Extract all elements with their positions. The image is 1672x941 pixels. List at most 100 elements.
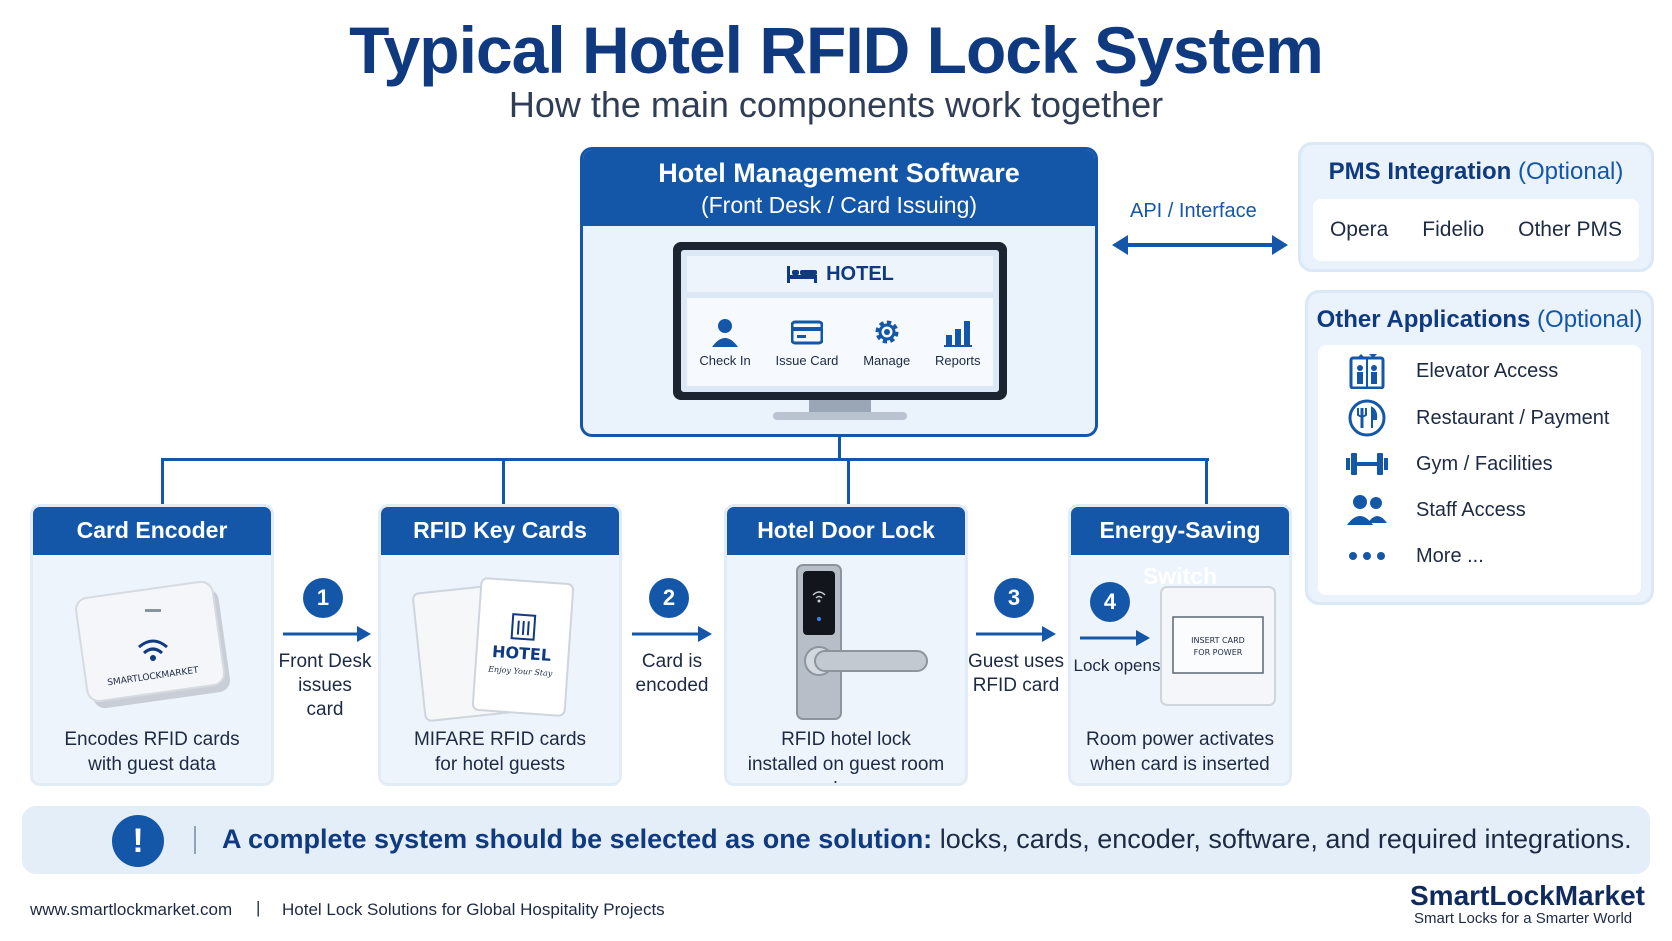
app-label: Staff Access (1416, 498, 1526, 521)
pms-item-opera: Opera (1329, 218, 1389, 241)
screen-header: HOTEL (687, 256, 993, 292)
elevator-icon (1349, 354, 1385, 389)
step-label-2: Card is encoded (627, 650, 717, 698)
app-label: Restaurant / Payment (1416, 406, 1610, 429)
screen-brand: HOTEL (826, 262, 894, 285)
software-box: Hotel Management Software (Front Desk / … (580, 147, 1098, 437)
step-badge-3: 3 (994, 578, 1034, 618)
desc-line: Room power activates (1086, 729, 1274, 750)
step-arrow-1 (283, 626, 371, 642)
card-brand-text: HOTEL (491, 642, 551, 665)
footer-url[interactable]: www.smartlockmarket.com (30, 900, 233, 919)
banner-separator (194, 826, 196, 854)
brand-logo-text: SmartLockMarket (1410, 880, 1645, 911)
pms-item-fidelio: Fidelio (1422, 218, 1485, 241)
pms-panel: PMS Integration (Optional) Opera Fidelio… (1298, 142, 1654, 272)
pms-optional: (Optional) (1517, 158, 1624, 185)
page-subtitle: How the main components work together (508, 84, 1164, 125)
energy-switch-image: INSERT CARD FOR POWER (1160, 586, 1276, 706)
more-icon (1349, 552, 1385, 560)
monitor-stand (809, 400, 871, 412)
footer-tagline: Hotel Lock Solutions for Global Hospital… (282, 900, 665, 919)
step-label-line: RFID card (972, 675, 1060, 696)
app-label: Issue Card (775, 352, 839, 368)
software-subtitle: (Front Desk / Card Issuing) (700, 192, 978, 218)
connector-cards (502, 458, 505, 506)
app-check-in[interactable]: Check In (699, 317, 751, 368)
connector-lock (847, 458, 850, 506)
door-lock-image (796, 564, 928, 720)
connector-trunk (838, 437, 841, 459)
other-apps-title: Other Applications (Optional) (1308, 306, 1651, 334)
step-label-4: Lock opens (1072, 654, 1162, 678)
screen-apps: Check In Issue Card Manage Reports (687, 298, 993, 386)
staff-icon (1347, 495, 1387, 525)
desc-line: Encodes RFID cards (64, 729, 240, 750)
app-row-restaurant: Restaurant / Payment (1318, 398, 1641, 438)
desc-line: RFID hotel lock (781, 729, 911, 750)
step-label-line: Lock opens (1073, 656, 1161, 675)
desc-line: with guest data (88, 754, 216, 775)
connector-horizontal (161, 458, 1209, 461)
banner-body-text: locks, cards, encoder, software, and req… (939, 824, 1632, 854)
encoder-device-image: SMARTLOCKMARKET (75, 580, 230, 709)
step-arrow-2 (632, 626, 712, 642)
key-cards-image: HOTEL Enjoy Your Stay (412, 577, 575, 722)
connector-encoder (161, 458, 164, 506)
monitor-base (773, 412, 907, 420)
restaurant-icon (1348, 399, 1386, 437)
step-label-line: issues card (298, 675, 352, 720)
pms-item-other: Other PMS (1518, 218, 1622, 241)
alert-icon: ! (112, 815, 164, 867)
footer-separator: | (256, 898, 261, 917)
step-arrow-3 (976, 626, 1056, 642)
component-desc: Encodes RFID cards with guest data (33, 727, 271, 777)
bed-icon (787, 266, 818, 283)
step-label-3: Guest uses RFID card (966, 650, 1066, 698)
other-apps-panel: Other Applications (Optional) Elevator A… (1305, 290, 1654, 605)
other-apps-list: Elevator Access Restaurant / Payment Gym… (1318, 345, 1641, 595)
app-row-gym: Gym / Facilities (1318, 444, 1641, 484)
bottom-banner: ! A complete system should be selected a… (22, 806, 1650, 874)
app-label: More ... (1416, 544, 1484, 567)
app-label: Check In (699, 352, 751, 368)
brand-slogan: Smart Locks for a Smarter World (1414, 910, 1633, 927)
app-reports[interactable]: Reports (935, 317, 981, 368)
gear-icon (875, 320, 899, 343)
api-label: API / Interface (1130, 200, 1257, 222)
bar-chart-icon (943, 320, 972, 347)
connector-switch (1205, 458, 1208, 506)
step-badge-4: 4 (1090, 582, 1130, 622)
step-arrow-4 (1080, 630, 1150, 646)
app-row-staff: Staff Access (1318, 490, 1641, 530)
switch-text-line: INSERT CARD (1191, 636, 1245, 645)
component-title: Hotel Door Lock (727, 507, 965, 555)
component-desc: MIFARE RFID cards for hotel guests (381, 727, 619, 777)
desc-line: installed on guest room door (747, 754, 945, 783)
switch-text-line: FOR POWER (1194, 648, 1243, 657)
desc-line: for hotel guests (435, 754, 565, 775)
app-label: Manage (863, 352, 911, 368)
desc-line: MIFARE RFID cards (413, 729, 587, 750)
component-door-lock: Hotel Door Lock RFID hotel lock installe… (724, 504, 968, 786)
pms-title-text: PMS Integration (1328, 158, 1512, 185)
other-apps-optional: (Optional) (1537, 306, 1643, 333)
pms-title: PMS Integration (Optional) (1301, 158, 1651, 186)
app-issue-card[interactable]: Issue Card (775, 317, 839, 368)
desc-line: when card is inserted (1090, 754, 1270, 775)
software-title: Hotel Management Software (658, 158, 1020, 188)
app-row-elevator: Elevator Access (1318, 351, 1641, 391)
pms-list: Opera Fidelio Other PMS (1313, 199, 1639, 261)
monitor: HOTEL Check In Issue Card Manage Report (673, 242, 1007, 400)
step-badge-1: 1 (303, 578, 343, 618)
app-row-more: More ... (1318, 536, 1641, 576)
monitor-screen: HOTEL Check In Issue Card Manage Report (681, 250, 999, 392)
app-manage[interactable]: Manage (863, 317, 910, 368)
software-header: Hotel Management Software (Front Desk / … (583, 150, 1095, 226)
step-label-1: Front Desk issues card (278, 650, 372, 722)
step-label-line: encoded (635, 675, 709, 696)
banner-text: A complete system should be selected as … (222, 824, 1632, 855)
step-label-line: Front Desk (278, 651, 372, 672)
app-label: Gym / Facilities (1416, 452, 1553, 475)
component-title: Card Encoder (33, 507, 271, 555)
